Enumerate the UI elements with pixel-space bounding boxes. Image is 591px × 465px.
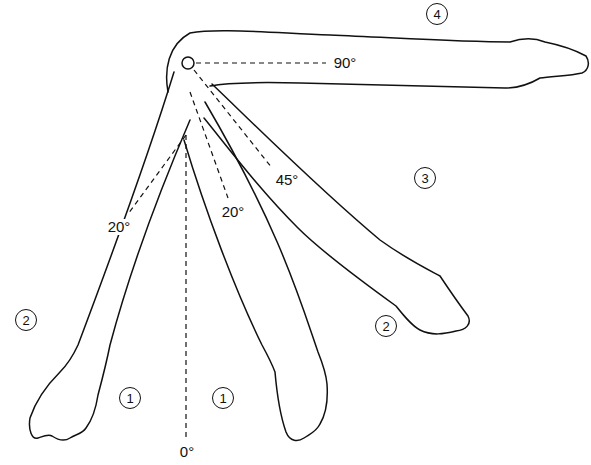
- callout-circle: 1: [119, 387, 141, 409]
- reference-line: [185, 135, 186, 440]
- arm-middle: [184, 102, 327, 440]
- callout-number: 2: [382, 320, 389, 333]
- arm-abducted-45: [204, 84, 469, 334]
- angle-label: 0°: [178, 444, 196, 461]
- callout-circle: 4: [426, 3, 448, 25]
- callout-number: 1: [219, 392, 226, 405]
- callout-number: 2: [22, 314, 29, 327]
- reference-line: [196, 62, 326, 63]
- callout-circle: 3: [414, 167, 436, 189]
- callout-circle: 2: [15, 309, 37, 331]
- reference-line: [194, 70, 272, 168]
- callout-circle: 2: [375, 315, 397, 337]
- angle-label: 20°: [220, 204, 247, 221]
- arm-horizontal: [167, 31, 589, 92]
- callout-number: 4: [433, 8, 440, 21]
- reference-line: [128, 135, 186, 214]
- callout-number: 3: [421, 172, 428, 185]
- angle-label: 45°: [274, 172, 301, 189]
- shoulder-joint: [182, 57, 194, 69]
- reference-line: [190, 92, 228, 198]
- callout-circle: 1: [212, 387, 234, 409]
- callout-number: 1: [126, 392, 133, 405]
- angle-label: 20°: [106, 219, 133, 236]
- angle-label: 90°: [332, 55, 359, 72]
- arm-left: [29, 72, 190, 440]
